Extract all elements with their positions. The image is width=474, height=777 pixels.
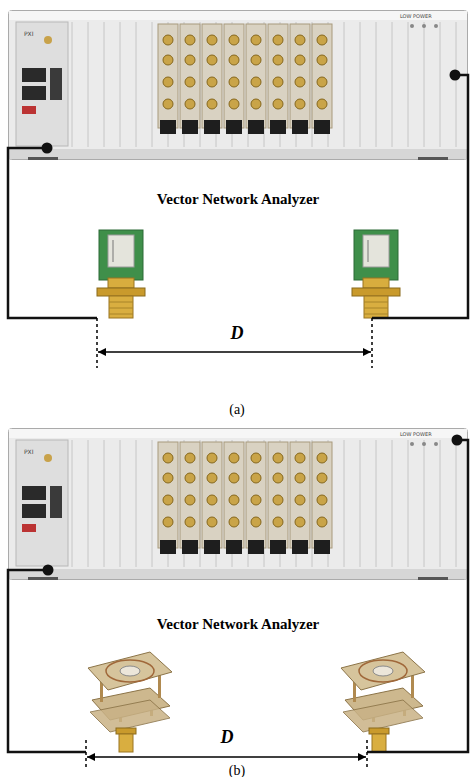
rf-cable [8,570,86,752]
rf-cable [372,75,468,318]
distance-symbol: D [231,323,244,344]
instrument-node: PXILOW POWERVector Network Analyzer [8,10,468,160]
rf-cable [8,148,97,318]
port-dot [42,143,53,154]
dimension-guide [366,740,368,770]
brand-mark: PXI [24,448,34,455]
instrument-chassis [8,10,468,160]
dimension-arrow [98,351,371,353]
stacked-patch-antenna [88,652,172,752]
dimension-guide [85,740,87,770]
instrument-node: PXILOW POWERVector Network Analyzer [8,428,468,580]
instrument-title: Vector Network Analyzer [8,191,468,208]
status-mark: LOW POWER [400,13,432,19]
status-mark: LOW POWER [400,431,432,437]
panel-caption: (a) [229,402,245,418]
instrument-chassis [8,428,468,580]
dimension-guide [371,318,373,368]
stacked-patch-antenna [341,652,425,752]
port-dot [450,70,461,81]
dimension-guide [96,318,98,368]
dimension-arrow [87,756,366,758]
pcb-antenna [352,230,400,318]
port-dot [452,435,463,446]
distance-symbol: D [221,727,234,748]
port-dot [43,565,54,576]
panel-caption: (b) [229,763,245,777]
instrument-title: Vector Network Analyzer [8,616,468,633]
pcb-antenna [97,230,145,318]
brand-mark: PXI [24,30,34,37]
rf-cable [367,440,468,752]
